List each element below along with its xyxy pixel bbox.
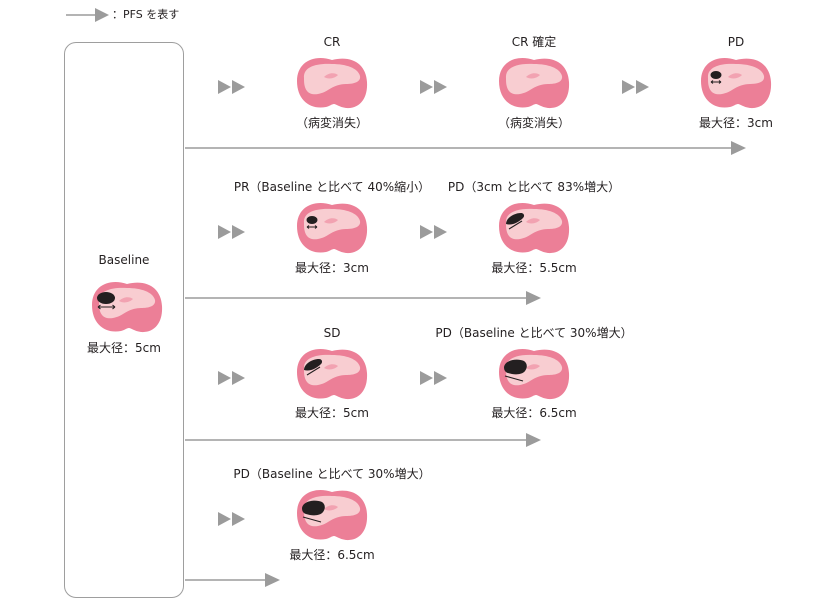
row4-item1-organ-icon: [297, 490, 368, 541]
pfs-arrow-icon: [185, 141, 746, 155]
row1-item3-organ-icon: [701, 58, 772, 109]
pfs-arrow-icon: [185, 433, 541, 447]
row1-item1-caption: （病変消失）: [295, 116, 369, 130]
row2-item1-caption: 最大径：3cm: [295, 261, 369, 275]
row3-item1-caption: 最大径：5cm: [295, 406, 369, 420]
row4-item1-title: PD（Baseline と比べて 30%増大）: [233, 467, 431, 481]
row3-item1-title: SD: [323, 326, 341, 340]
step-arrow-icon: [420, 371, 447, 385]
step-arrow-icon: [218, 225, 245, 239]
row2-item2-caption: 最大径：5.5cm: [491, 261, 577, 275]
row2-item1-title: PR（Baseline と比べて 40%縮小）: [233, 180, 431, 194]
row1-item1-organ-icon: [297, 58, 368, 109]
legend-arrow-icon: [66, 8, 109, 22]
step-arrow-icon: [218, 80, 245, 94]
pfs-arrow-icon: [185, 573, 280, 587]
row3-item1-organ-icon: [297, 349, 368, 400]
step-arrow-icon: [622, 80, 649, 94]
row1-item3-caption: 最大径：3cm: [699, 116, 773, 130]
row1-item3-title: PD: [727, 35, 745, 49]
legend-label: ：PFS を表す: [112, 8, 180, 21]
baseline-caption: 最大径：5cm: [87, 341, 161, 355]
row3-item2-caption: 最大径：6.5cm: [491, 406, 577, 420]
row3-item2-organ-icon: [499, 349, 570, 400]
row1-item2-organ-icon: [499, 58, 570, 109]
baseline-organ-icon: [92, 282, 163, 333]
row1-item1-title: CR: [323, 35, 341, 49]
row1-item2-title: CR 確定: [511, 35, 557, 49]
row3-item2-title: PD（Baseline と比べて 30%増大）: [435, 326, 633, 340]
row2-item1-organ-icon: [297, 203, 368, 254]
step-arrow-icon: [420, 80, 447, 94]
baseline-title: Baseline: [98, 253, 150, 267]
step-arrow-icon: [218, 371, 245, 385]
row4-item1-caption: 最大径：6.5cm: [289, 548, 375, 562]
row1-item2-caption: （病変消失）: [497, 116, 571, 130]
baseline-panel: [64, 42, 184, 598]
row2-item2-title: PD（3cm と比べて 83%増大）: [447, 180, 621, 194]
row2-item2-organ-icon: [499, 203, 570, 254]
step-arrow-icon: [218, 512, 245, 526]
step-arrow-icon: [420, 225, 447, 239]
pfs-arrow-icon: [185, 291, 541, 305]
